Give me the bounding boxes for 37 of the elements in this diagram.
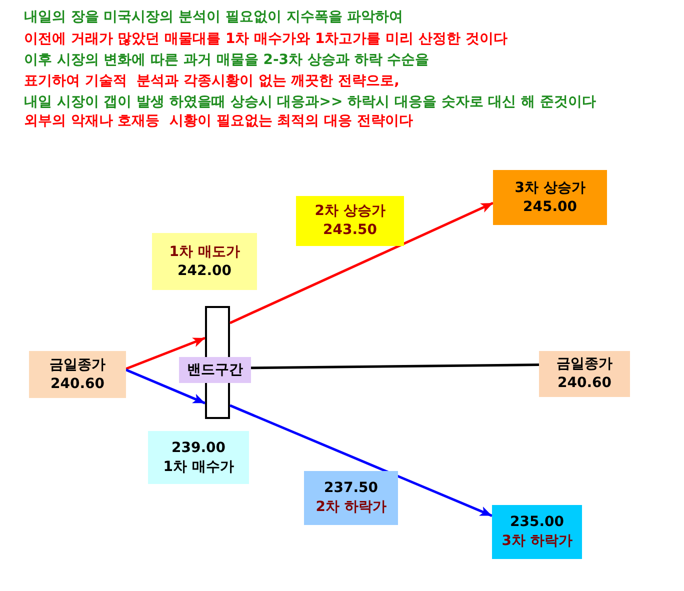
box-text: 1차 매도가	[169, 242, 240, 262]
note-line: 이후 시장의 변화에 따른 과거 매물을 2-3차 상승과 하락 수순을	[24, 51, 430, 69]
box-text: 240.60	[557, 374, 612, 393]
box-text: 2차 하락가	[316, 498, 386, 517]
price-box	[492, 505, 582, 559]
box-text: 1차 매수가	[163, 458, 234, 476]
price-box	[29, 351, 126, 398]
box-text: 3차 상승가	[514, 178, 586, 198]
box-text: 237.50	[324, 479, 378, 498]
arrow	[230, 404, 492, 517]
box-text: 2차 상승가	[314, 202, 386, 221]
box-text: 245.00	[522, 198, 578, 216]
price-box	[152, 233, 257, 290]
band-label-box	[179, 357, 251, 383]
arrow	[126, 368, 206, 404]
price-box	[539, 351, 630, 397]
price-box	[493, 170, 607, 225]
box-text: 금일종가	[556, 355, 612, 374]
arrow	[229, 202, 494, 324]
note-line: 내일의 장을 미국시장의 분석이 필요없이 지수폭을 파악하여	[24, 8, 404, 26]
box-text: 235.00	[510, 513, 564, 532]
connector-line	[250, 364, 540, 370]
box-text: 242.00	[177, 262, 232, 280]
box-text: 3차 하락가	[502, 532, 572, 551]
box-text: 239.00	[171, 438, 226, 458]
price-box	[148, 431, 249, 484]
box-text: 243.50	[322, 221, 378, 240]
price-box	[296, 196, 404, 246]
box-text: 밴드구간	[187, 360, 243, 380]
note-line: 표기하여 기술적 분석과 각종시황이 없는 깨끗한 전략으로,	[24, 72, 400, 90]
note-line: 외부의 악재나 호재등 시황이 필요없는 최적의 대응 전략이다	[24, 112, 413, 130]
box-text: 금일종가	[50, 356, 106, 374]
note-line: 이전에 거래가 많았던 매물대를 1차 매수가와 1차고가를 미리 산정한 것이다	[24, 30, 508, 48]
box-text: 240.60	[50, 374, 105, 394]
note-line: 내일 시장이 갭이 발생 하였을때 상승시 대응과>> 하락시 대응을 숫자로 대신 해 준것이다	[24, 93, 596, 111]
price-box	[304, 471, 398, 525]
arrow	[126, 336, 206, 370]
